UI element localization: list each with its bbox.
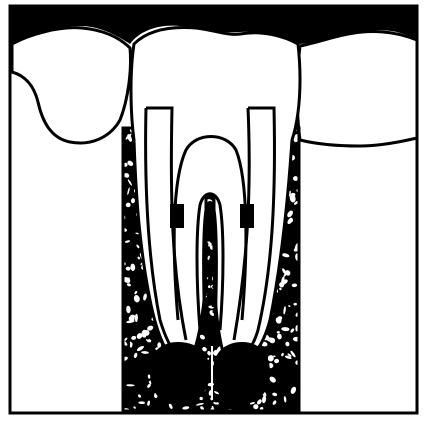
periapical-lesion-right (214, 342, 270, 404)
filling-mark-right (240, 204, 254, 228)
filling-mark-left (170, 204, 184, 228)
periapical-lesion-left (150, 342, 210, 404)
right-tooth-crown (297, 31, 417, 146)
